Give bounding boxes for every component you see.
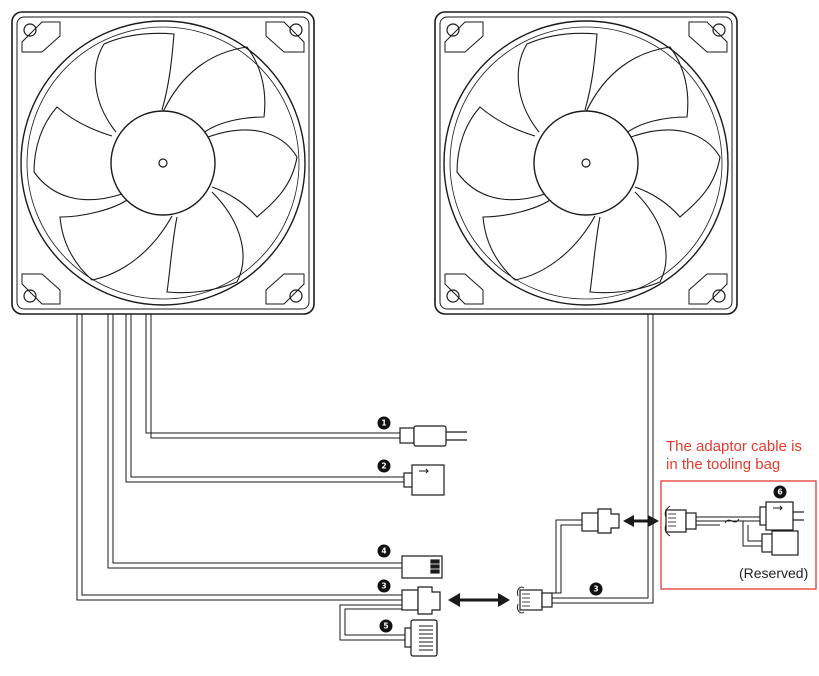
adaptor-note-line1: The adaptor cable is (666, 438, 802, 455)
marker-3-right: 3 (589, 582, 603, 596)
connector-3-right (517, 586, 553, 614)
connector-female-upper (581, 508, 620, 534)
svg-text:2: 2 (381, 462, 386, 471)
double-arrow-icon (448, 593, 510, 607)
connector-5 (404, 619, 438, 657)
marker-5: 5 (379, 619, 393, 633)
double-arrow-icon (623, 515, 659, 527)
svg-text:3: 3 (381, 582, 386, 591)
adaptor-note: The adaptor cable is in the tooling bag (666, 438, 819, 474)
connector-2 (403, 464, 445, 496)
reserved-label: (Reserved) (739, 565, 809, 581)
adaptor-cable (664, 501, 804, 556)
connector-3-left (401, 586, 441, 615)
fan-left-icon (11, 11, 315, 315)
right-fan-cables (542, 314, 654, 604)
marker-4: 4 (377, 544, 391, 558)
marker-3-left: 3 (377, 579, 391, 593)
marker-2: 2 (377, 459, 391, 473)
marker-1: 1 (377, 416, 391, 430)
fan-right-icon (434, 11, 738, 315)
svg-text:4: 4 (381, 547, 386, 556)
svg-text:6: 6 (777, 488, 782, 497)
adaptor-note-line2: in the tooling bag (666, 456, 781, 473)
svg-text:3: 3 (593, 585, 598, 594)
svg-text:5: 5 (383, 622, 388, 631)
connector-4 (401, 555, 443, 579)
adaptor-box (660, 480, 817, 590)
connector-1 (399, 425, 467, 447)
left-fan-cables (76, 314, 405, 641)
marker-6: 6 (773, 485, 787, 499)
svg-text:1: 1 (381, 419, 386, 428)
